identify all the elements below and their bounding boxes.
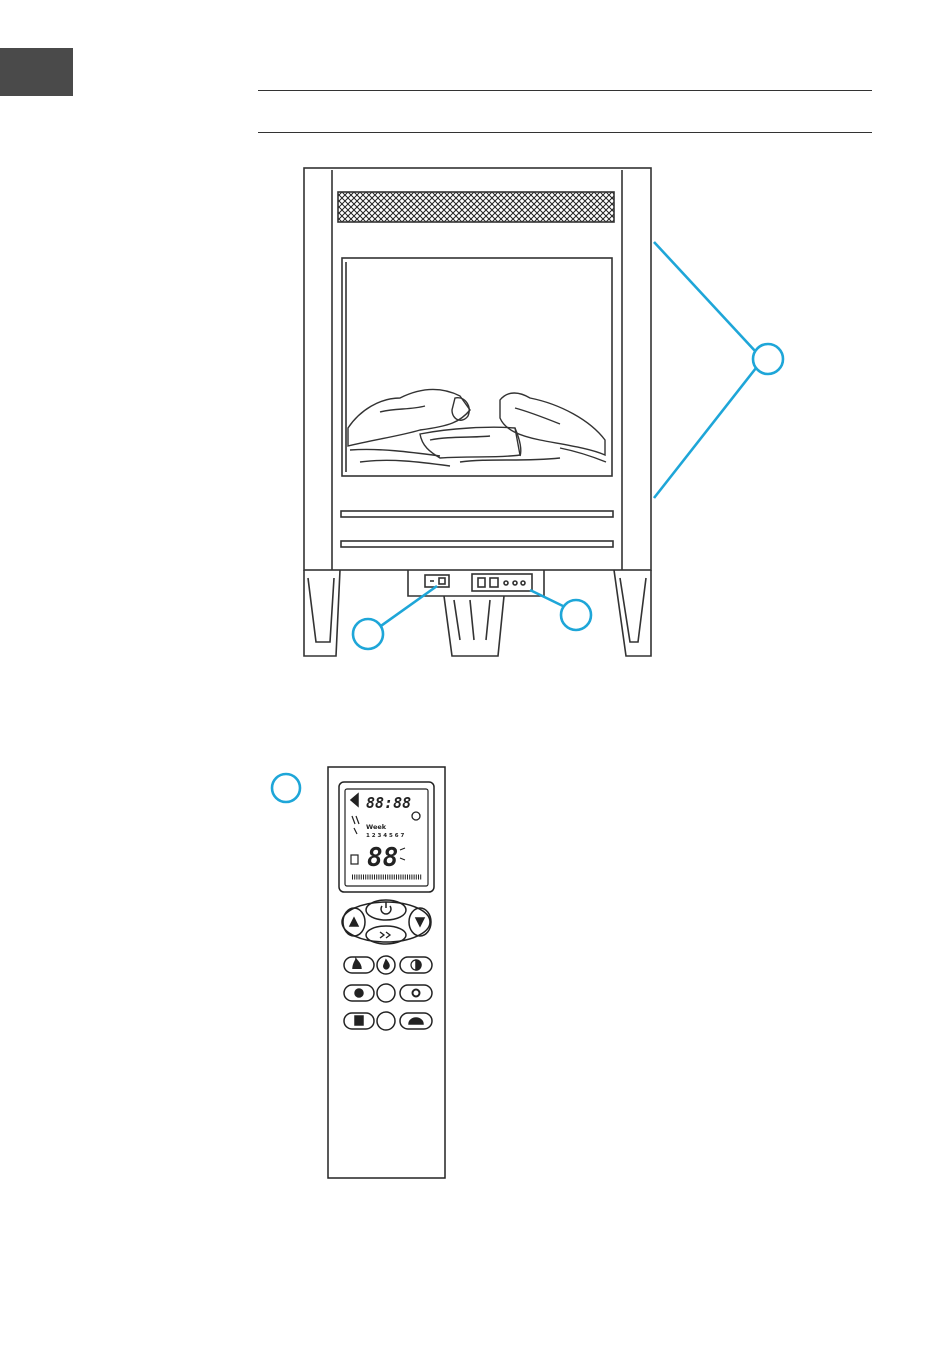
firebox-window — [342, 258, 612, 476]
blank-button-2 — [377, 1012, 395, 1030]
leg-center — [444, 596, 504, 656]
gear-icon — [413, 990, 420, 997]
power-icon — [381, 902, 391, 914]
lcd-week-days: 1 2 3 4 5 6 7 — [366, 833, 404, 839]
remote-control — [328, 767, 445, 1178]
lower-slot-1 — [341, 511, 613, 517]
thermostat-lcd-icon — [351, 855, 358, 864]
lower-slot-2 — [341, 541, 613, 547]
lcd-time: 88:88 — [366, 794, 411, 812]
callout-circle-control-panel — [561, 600, 591, 630]
fireplace-body — [304, 168, 651, 570]
heat-icon — [352, 816, 359, 834]
dome-icon — [409, 1018, 423, 1024]
callouts — [272, 242, 783, 802]
flame-icon — [353, 959, 361, 969]
callout-circle-power-switch — [353, 619, 383, 649]
callout-circle-remote — [272, 774, 300, 802]
settings-button — [400, 985, 432, 1001]
lcd-week-label: Week — [366, 823, 387, 831]
up-arrow-icon — [350, 918, 358, 926]
clock-icon — [412, 812, 420, 820]
fan-icon — [351, 794, 358, 806]
control-panel-icon — [472, 574, 532, 591]
blank-button-1 — [377, 984, 395, 1002]
thermostat-icon — [355, 1016, 363, 1025]
fireplace-unit — [304, 168, 651, 656]
lcd-temperature: 88 — [367, 843, 398, 873]
logs-icon — [348, 389, 606, 466]
heater-vent-grille — [338, 192, 614, 222]
timer-icon — [355, 989, 363, 997]
down-arrow-icon — [416, 918, 424, 926]
callout-circle-housing — [753, 344, 783, 374]
forward-icon — [380, 932, 390, 938]
drop-icon — [384, 960, 389, 969]
